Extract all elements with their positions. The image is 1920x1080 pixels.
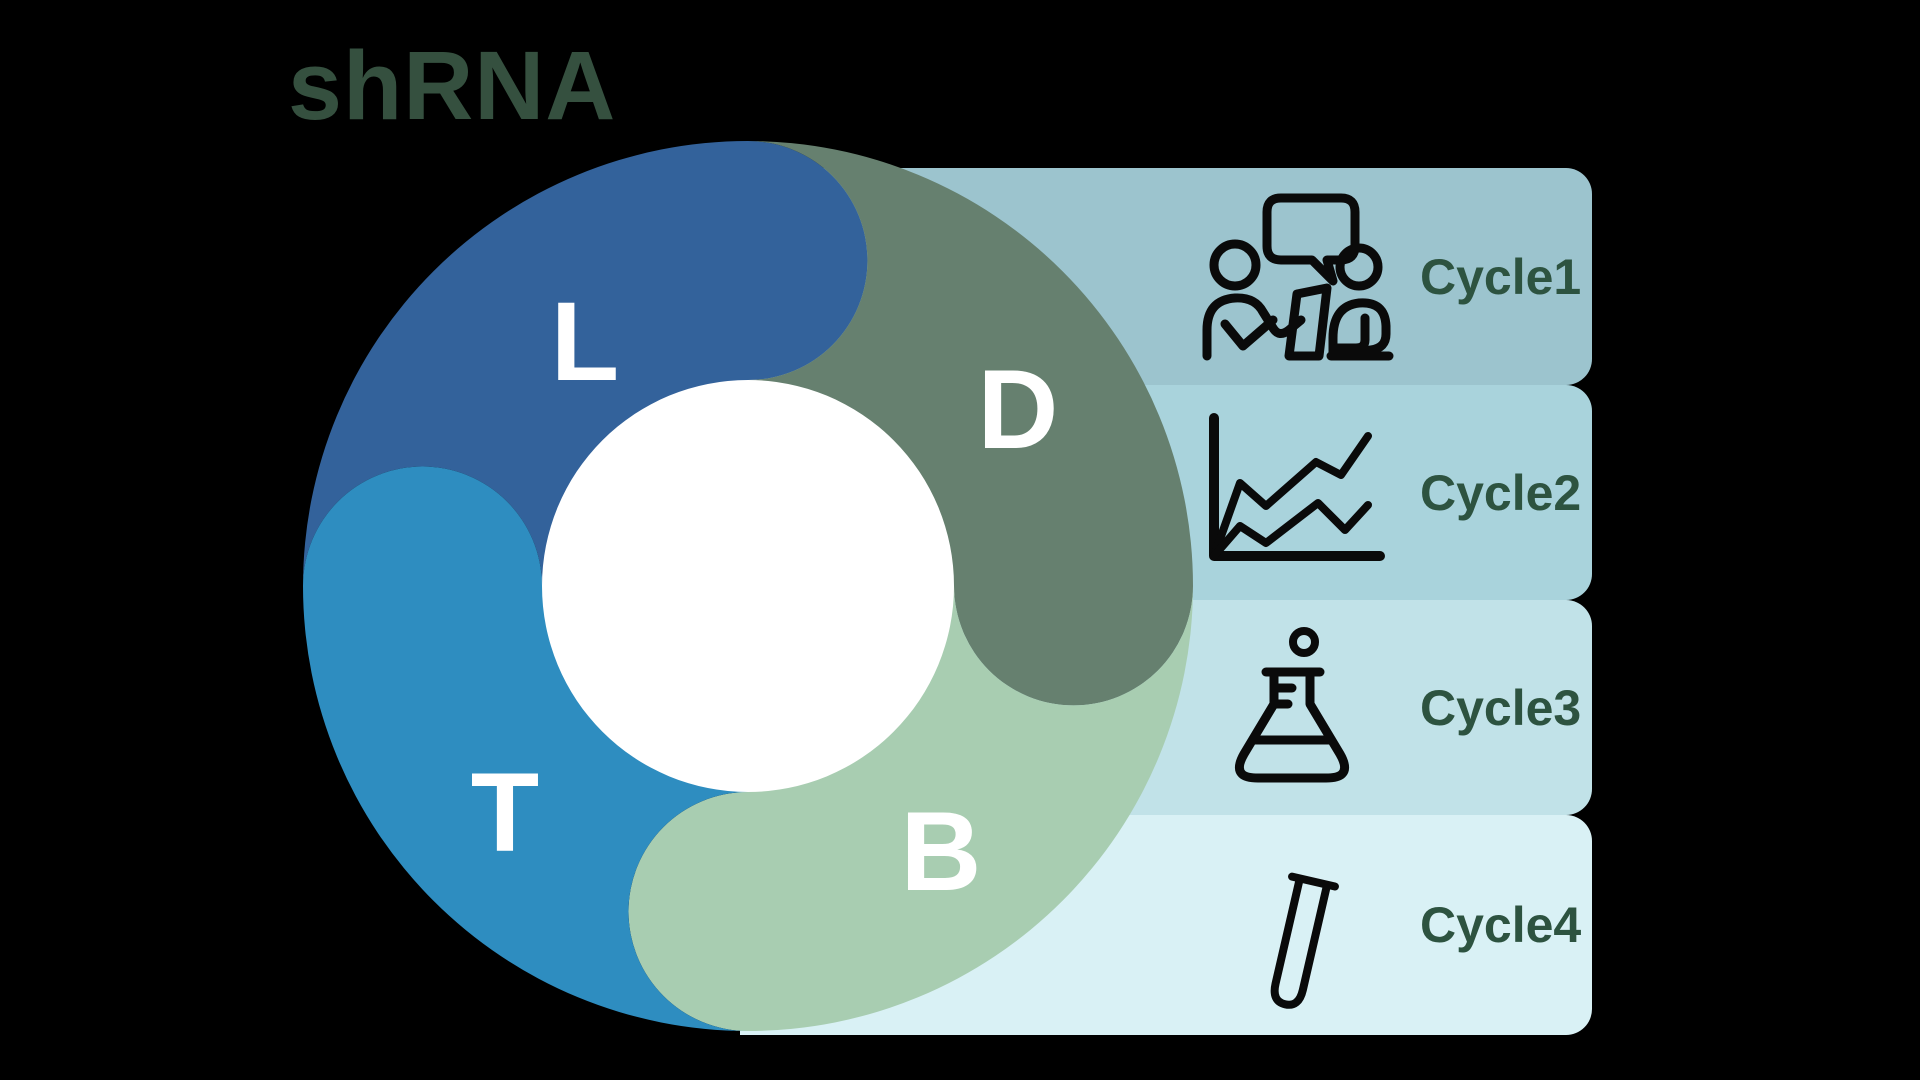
cycle-band-2: Cycle2 (740, 385, 1592, 600)
left-person-arm (1220, 315, 1278, 351)
cycle-band-4: Cycle4 (740, 815, 1592, 1035)
flask-body (1234, 667, 1350, 783)
right-person-arm (1332, 313, 1370, 353)
segment-l-letter: L (551, 279, 619, 404)
right-person-body (1328, 298, 1391, 361)
tube-rim (1288, 872, 1339, 891)
flask-bubble-large (1289, 627, 1319, 657)
right-person-head (1335, 243, 1383, 291)
cycle3-label: Cycle3 (1420, 679, 1582, 736)
cycle2-label: Cycle2 (1420, 464, 1582, 521)
document-sheet (1284, 283, 1332, 361)
flask-icon (1234, 627, 1350, 783)
discussion-icon (1202, 193, 1394, 361)
left-person-head (1209, 239, 1261, 291)
test-tube-icon (1270, 825, 1339, 1009)
speech-bubble (1262, 193, 1360, 286)
cycle-band-1: Cycle1 (740, 168, 1592, 385)
segment-t-letter: T (471, 750, 539, 875)
segment-t (303, 466, 748, 1031)
cycle-band-3: Cycle3 (740, 600, 1592, 815)
flask-bubble-small (1272, 649, 1283, 660)
cycle4-label: Cycle4 (1420, 897, 1582, 953)
chart-line-lower (1210, 499, 1372, 560)
page-title: shRNA (288, 31, 617, 140)
tube-bubbles (1291, 825, 1326, 868)
line-chart-icon (1209, 413, 1385, 561)
chart-line-upper (1210, 432, 1372, 560)
left-person-body (1202, 293, 1306, 361)
tube-outline (1270, 876, 1331, 1009)
cycle1-label: Cycle1 (1420, 248, 1582, 305)
